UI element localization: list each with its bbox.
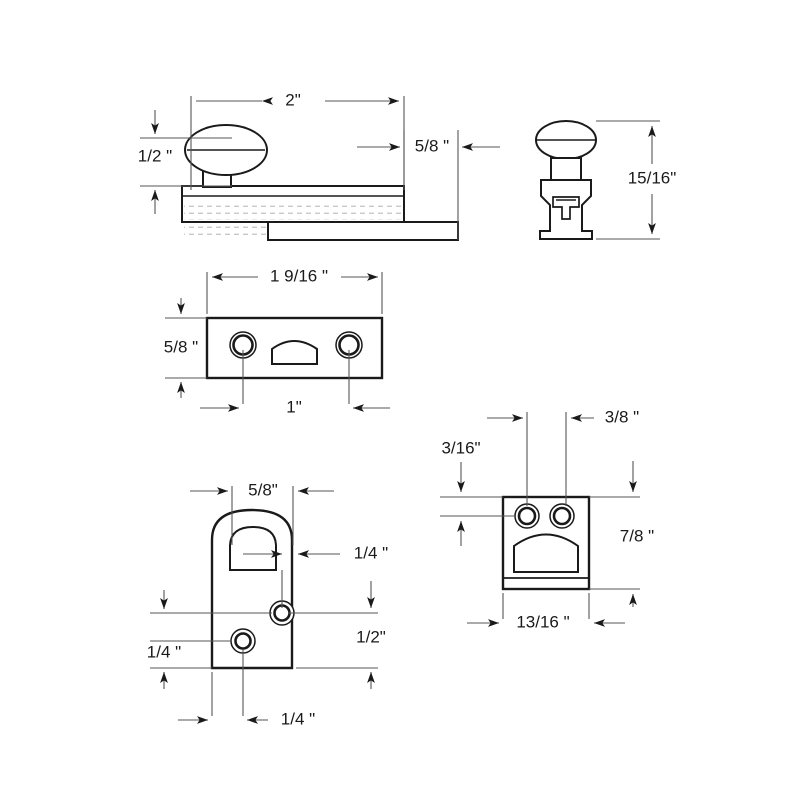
dim-label-5-8-in: 5/8 " bbox=[415, 136, 449, 155]
end-knob-neck bbox=[550, 157, 582, 181]
keeper-plate-front-view bbox=[210, 508, 295, 670]
dim-label-1-4-bottom: 1/4 " bbox=[281, 709, 315, 728]
mortise-plate-arch-recess bbox=[513, 533, 579, 573]
dim-label-1-2-keeper: 1/2" bbox=[356, 627, 386, 646]
dim-label-3-16-in: 3/16" bbox=[441, 438, 480, 457]
end-view-dimensions bbox=[596, 120, 660, 240]
bolt-bar-hatch bbox=[184, 200, 402, 220]
mortise-plate-view bbox=[501, 495, 591, 591]
dim-label-2in: 2" bbox=[285, 90, 301, 109]
mortise-plate-dimensions bbox=[440, 412, 640, 627]
keeper-plate-dimensions bbox=[150, 486, 378, 724]
dim-label-5-8-in-plate: 5/8 " bbox=[164, 337, 198, 356]
dim-label-15-16-in: 15/16" bbox=[628, 168, 677, 187]
mortise-hole-right-inner bbox=[552, 506, 572, 526]
dim-label-5-8-keeper: 5/8" bbox=[248, 480, 278, 499]
dim-label-half-in: 1/2 " bbox=[138, 146, 172, 165]
strike-plate-view bbox=[205, 316, 384, 380]
dim-label-1-9-16-in: 1 9/16 " bbox=[270, 266, 328, 285]
bolt-base-plate bbox=[267, 221, 459, 241]
bolt-base-hatch bbox=[184, 226, 268, 240]
side-view-dimensions bbox=[140, 96, 500, 240]
dim-label-3-8-in: 3/8 " bbox=[605, 407, 639, 426]
keeper-plate-slot bbox=[229, 525, 277, 571]
dim-label-1-4-slot: 1/4 " bbox=[354, 543, 388, 562]
end-bracket-slot bbox=[552, 196, 580, 220]
keeper-hole-lower-inner bbox=[234, 632, 252, 650]
dim-label-1-in: 1" bbox=[286, 397, 302, 416]
end-elevation-view bbox=[535, 120, 597, 240]
mortise-hole-left-inner bbox=[517, 506, 537, 526]
strike-plate-arch-cutout bbox=[271, 340, 318, 365]
dim-label-7-8-in: 7/8 " bbox=[620, 526, 654, 545]
dim-label-13-16-in: 13/16 " bbox=[516, 612, 569, 631]
strike-plate-dimensions bbox=[165, 272, 390, 412]
dim-label-1-4-left: 1/4 " bbox=[147, 642, 181, 661]
